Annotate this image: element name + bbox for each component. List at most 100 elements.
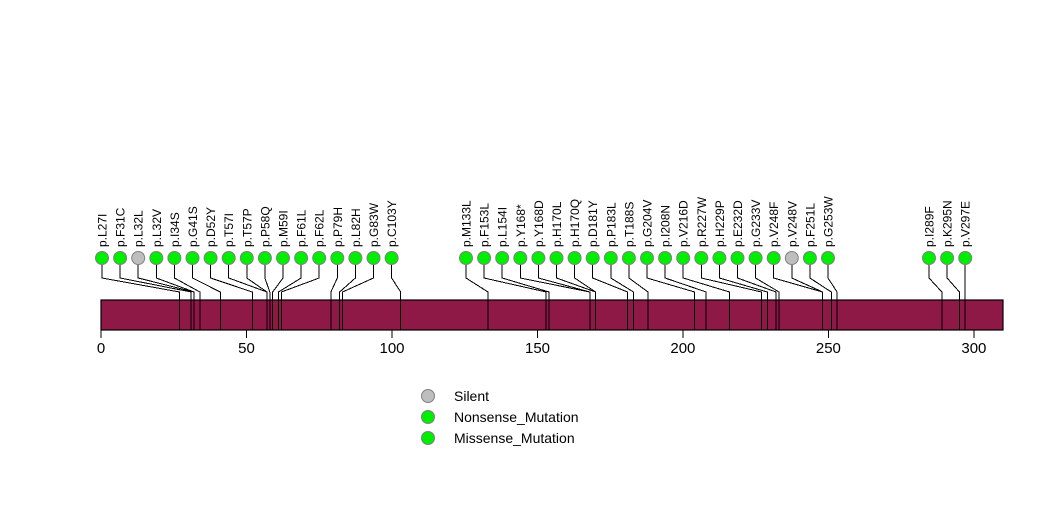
lollipop-stem	[264, 264, 271, 300]
lollipop-head[interactable]: p.G83W (Missense_Mutation)	[366, 251, 381, 265]
lollipop-stem	[272, 264, 284, 300]
axis-tick-label: 150	[525, 340, 550, 357]
mutation-label: p.L82H	[349, 208, 363, 247]
lollipop-head[interactable]: p.T57P (Missense_Mutation)	[239, 251, 254, 265]
mutation-label: p.K295N	[941, 200, 955, 247]
mutation-label: p.Y168D	[532, 200, 546, 247]
lollipop-stem	[155, 264, 195, 300]
lollipop-head[interactable]: p.V248V (Silent)	[784, 251, 799, 265]
mutation-label: p.G83W	[367, 202, 381, 247]
mutation-label: p.T57I	[222, 213, 236, 247]
mutation-label: p.M133L	[460, 200, 474, 247]
lollipop-head[interactable]: p.V248F (Missense_Mutation)	[766, 251, 781, 265]
lollipop-head[interactable]: p.F61L (Missense_Mutation)	[294, 251, 309, 265]
lollipop-head[interactable]: p.I34S (Missense_Mutation)	[167, 251, 182, 265]
mutation-label: p.Y168*	[514, 204, 528, 247]
protein-domain-bar	[100, 299, 1004, 331]
lollipop-stem	[137, 264, 195, 300]
mutation-label: p.L32V	[150, 209, 164, 247]
lollipop-head[interactable]: p.L32V (Missense_Mutation)	[149, 251, 164, 265]
lollipop-head[interactable]: p.Y168* (Nonsense_Mutation)	[513, 251, 528, 265]
lollipop-head[interactable]: p.I208N (Missense_Mutation)	[658, 251, 673, 265]
lollipop-stem	[946, 264, 960, 300]
mutation-label: p.E232D	[731, 200, 745, 247]
lollipop-head[interactable]: p.P58Q (Missense_Mutation)	[257, 251, 272, 265]
lollipop-stem	[682, 264, 730, 300]
axis-tick-label: 300	[961, 340, 986, 357]
lollipop-head[interactable]: p.G253W (Missense_Mutation)	[821, 251, 835, 265]
lollipop-head[interactable]: p.D181Y (Missense_Mutation)	[585, 251, 600, 265]
lollipop-head[interactable]: p.P183L (Missense_Mutation)	[603, 251, 618, 265]
lollipop-head[interactable]: p.G233V (Missense_Mutation)	[748, 251, 763, 265]
lollipop-head[interactable]: p.H229P (Missense_Mutation)	[712, 251, 727, 265]
lollipop-stem	[330, 264, 338, 300]
mutation-label: p.F153L	[478, 203, 492, 247]
lollipop-head[interactable]: p.L82H (Missense_Mutation)	[348, 251, 363, 265]
mutation-label: p.G204V	[641, 200, 655, 247]
lollipop-head[interactable]: p.V216D (Missense_Mutation)	[676, 251, 691, 265]
mutation-label: p.V248F	[767, 202, 781, 247]
mutation-label: p.P58Q	[258, 206, 272, 247]
lollipop-head[interactable]: p.L27I (Missense_Mutation)	[95, 251, 109, 265]
mutation-label: p.H170L	[550, 201, 564, 247]
lollipop-stem	[483, 264, 547, 300]
lollipop-head[interactable]: p.G204V (Missense_Mutation)	[640, 251, 654, 265]
lollipop-head[interactable]: p.P79H (Missense_Mutation)	[330, 251, 345, 265]
lollipop-stem	[773, 264, 824, 300]
lollipop-head[interactable]: p.F31C (Missense_Mutation)	[113, 251, 128, 265]
mutation-label: p.C103Y	[385, 200, 399, 247]
lollipop-stem	[278, 264, 302, 300]
lollipop-head[interactable]: p.H170L (Missense_Mutation)	[549, 251, 564, 265]
lollipop-head[interactable]: p.K295N (Missense_Mutation)	[940, 251, 955, 265]
lollipop-head[interactable]: p.R227W (Missense_Mutation)	[694, 251, 709, 265]
mutation-label: p.V297E	[959, 201, 973, 247]
legend-label: Silent	[454, 388, 489, 404]
lollipop-head[interactable]: p.M59I (Missense_Mutation)	[276, 251, 290, 265]
mutation-label: p.V248V	[785, 201, 799, 247]
lollipop-stem	[791, 264, 824, 300]
mutation-label: p.G233V	[749, 200, 763, 247]
lollipop-head[interactable]: p.T188S (Missense_Mutation)	[621, 251, 636, 265]
mutation-label: p.F62L	[313, 209, 327, 247]
lollipop-stem	[718, 264, 768, 300]
lollipop-head[interactable]: p.I289F (Missense_Mutation)	[922, 251, 936, 265]
lollipop-head[interactable]: p.G41S (Missense_Mutation)	[185, 251, 200, 265]
lollipop-head[interactable]: p.D52Y (Missense_Mutation)	[203, 251, 218, 265]
lollipop-head[interactable]: p.T57I (Missense_Mutation)	[221, 251, 236, 265]
lollipop-head[interactable]: p.L154I (Missense_Mutation)	[495, 251, 510, 265]
lollipop-head[interactable]: p.L32L (Silent)	[131, 251, 146, 265]
mutation-label: p.I34S	[168, 212, 182, 247]
lollipop-head[interactable]: p.C103Y (Missense_Mutation)	[384, 251, 399, 265]
lollipop-head[interactable]: p.F251L (Missense_Mutation)	[802, 251, 817, 265]
mutation-label: p.P79H	[331, 207, 345, 247]
legend-swatch	[421, 431, 435, 445]
lollipop-stem	[537, 264, 591, 300]
lollipop-head[interactable]: p.M133L (Missense_Mutation)	[459, 251, 473, 265]
axis-tick-label: 50	[238, 340, 255, 357]
lollipop-stem	[101, 264, 181, 300]
lollipop-stem	[755, 264, 780, 300]
mutation-label: p.P183L	[604, 202, 618, 247]
lollipop-head[interactable]: p.F153L (Missense_Mutation)	[477, 251, 492, 265]
lollipop-head[interactable]: p.F62L (Missense_Mutation)	[312, 251, 327, 265]
mutation-label: p.V216D	[677, 200, 691, 247]
lollipop-head-group: p.L27I (Missense_Mutation) p.F31C (Missen…	[95, 251, 973, 265]
lollipop-head[interactable]: p.E232D (Missense_Mutation)	[730, 251, 745, 265]
lollipop-stem	[192, 264, 221, 300]
mutation-label: p.G253W	[822, 196, 836, 247]
mutation-label: p.M59I	[277, 210, 291, 247]
lollipop-stem	[342, 264, 374, 300]
lollipop-head[interactable]: p.V297E (Missense_Mutation)	[958, 251, 973, 265]
mutation-label: p.R227W	[695, 196, 709, 247]
mutation-label: p.L154I	[496, 207, 510, 247]
lollipop-head[interactable]: p.H170Q (Missense_Mutation)	[567, 251, 582, 265]
legend-label: Missense_Mutation	[454, 430, 575, 446]
lollipop-head[interactable]: p.Y168D (Missense_Mutation)	[531, 251, 546, 265]
axis-tick-label: 250	[816, 340, 841, 357]
mutation-label: p.L32L	[132, 210, 146, 247]
